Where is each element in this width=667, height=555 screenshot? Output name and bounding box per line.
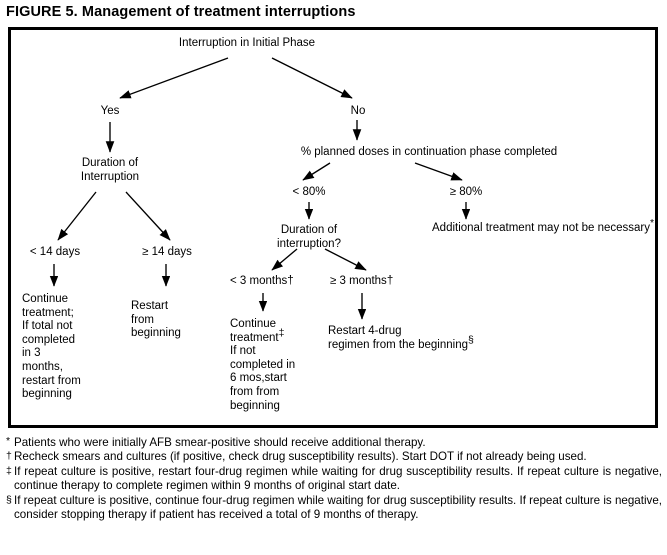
node-lt-3-months-text: < 3 months [230,275,288,287]
node-yes: Yes [100,105,120,117]
node-ge-14-days: ≥ 14 days [142,246,192,258]
node-continue-treatment-3-months: Continue treatment; If total not complet… [22,293,81,401]
node-additional-treatment-not-necessary: Additional treatment may not be necessar… [432,218,658,236]
footnote-text: Patients who were initially AFB smear-po… [14,436,426,449]
footnote-mark: ‡ [6,464,12,477]
node-continue-treatment-rest: If not completed in 6 mos,start from fro… [230,345,296,412]
node-ge-3-months-text: ≥ 3 months [330,275,387,287]
node-restart-4-drug-regimen: Restart 4-drug regimen from the beginnin… [328,325,528,352]
node-percent-planned-doses: % planned doses in continuation phase co… [300,146,558,158]
node-restart-from-beginning: Restart from beginning [131,300,181,340]
node-lt-80-percent: < 80% [292,186,326,198]
footnote-text: If repeat culture is positive, continue … [14,493,662,522]
node-lt-3-months: < 3 months† [230,275,325,289]
footnote-item: † Recheck smears and cultures (if positi… [6,450,662,464]
page-title: FIGURE 5. Management of treatment interr… [6,4,356,20]
node-ge-3-months: ≥ 3 months† [330,275,425,289]
footnote-text: Recheck smears and cultures (if positive… [14,450,587,464]
footnote-mark: † [6,450,12,463]
footnote-item: * Patients who were initially AFB smear-… [6,435,662,450]
node-continue-treatment-6-months: Continue treatment‡ If not completed in 6… [230,318,326,413]
footnote-item: ‡ If repeat culture is positive, restart… [6,465,662,494]
footnote-marker-asterisk: * [649,217,655,230]
footnote-item: § If repeat culture is positive, continu… [6,494,662,523]
footnote-text: If repeat culture is positive, restart f… [14,464,662,493]
node-restart-4-drug-text: Restart 4-drug regimen from the beginnin… [328,325,468,351]
node-duration-continuation: Duration of interruption? [277,224,341,250]
footnote-marker-dagger-2: † [386,275,394,287]
footnote-marker-dagger-1: † [287,275,294,287]
footnotes-list: * Patients who were initially AFB smear-… [6,435,662,523]
node-continue-treatment-head: Continue treatment [230,318,279,344]
node-additional-treatment-text: Additional treatment may not be necessar… [432,222,650,234]
node-duration-initial: Duration of Interruption [80,157,140,183]
footnote-marker-section: § [468,333,474,346]
node-no: No [350,105,366,117]
node-ge-80-percent: ≥ 80% [449,186,483,198]
footnote-mark: * [6,435,11,447]
node-root: Interruption in Initial Phase [178,37,316,49]
footnote-mark: § [6,493,12,506]
node-lt-14-days: < 14 days [29,246,81,258]
footnote-marker-double-dagger: ‡ [278,326,285,339]
